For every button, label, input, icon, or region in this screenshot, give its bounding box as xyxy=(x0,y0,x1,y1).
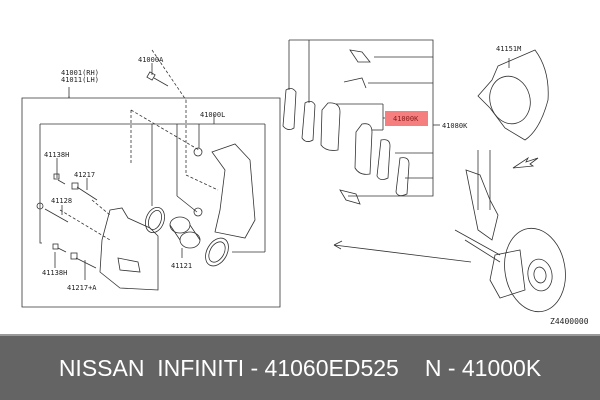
diagram-code: Z4400000 xyxy=(550,317,589,326)
label-bleeder-top: 41138H xyxy=(44,151,70,159)
exploded-brake-caliper-drawing xyxy=(21,39,566,313)
label-hardware-kit: 41080K xyxy=(442,122,468,130)
label-piston: 41121 xyxy=(171,262,193,270)
label-pin-bolt: 41217 xyxy=(74,171,96,179)
label-caliper-rh: 41001(RH) xyxy=(61,69,99,77)
part-caption: NISSAN INFINITI - 41060ED525 N - 41000K xyxy=(59,355,541,382)
label-bleeder-bottom: 41138H xyxy=(42,269,68,277)
highlight-pad-kit[interactable] xyxy=(385,111,428,126)
label-bolt-top: 41000A xyxy=(138,56,164,64)
part-caption-bar: NISSAN INFINITI - 41060ED525 N - 41000K xyxy=(0,334,600,400)
label-bleeder-cap: 41128 xyxy=(51,197,73,205)
label-pin-bolt-a: 41217+A xyxy=(67,284,97,292)
label-backing-plate: 41151M xyxy=(496,45,522,53)
label-caliper-lh: 41011(LH) xyxy=(61,76,99,84)
label-bracket: 41000L xyxy=(200,111,226,119)
catalog-reference: N - 41000K xyxy=(424,354,542,381)
label-pad-kit[interactable]: 41000K xyxy=(393,115,419,123)
brand-and-part-number: NISSAN INFINITI - 41060ED525 xyxy=(58,354,399,381)
parts-diagram: 41001(RH) 41011(LH) 41000A 41000L 41138H… xyxy=(21,39,589,326)
